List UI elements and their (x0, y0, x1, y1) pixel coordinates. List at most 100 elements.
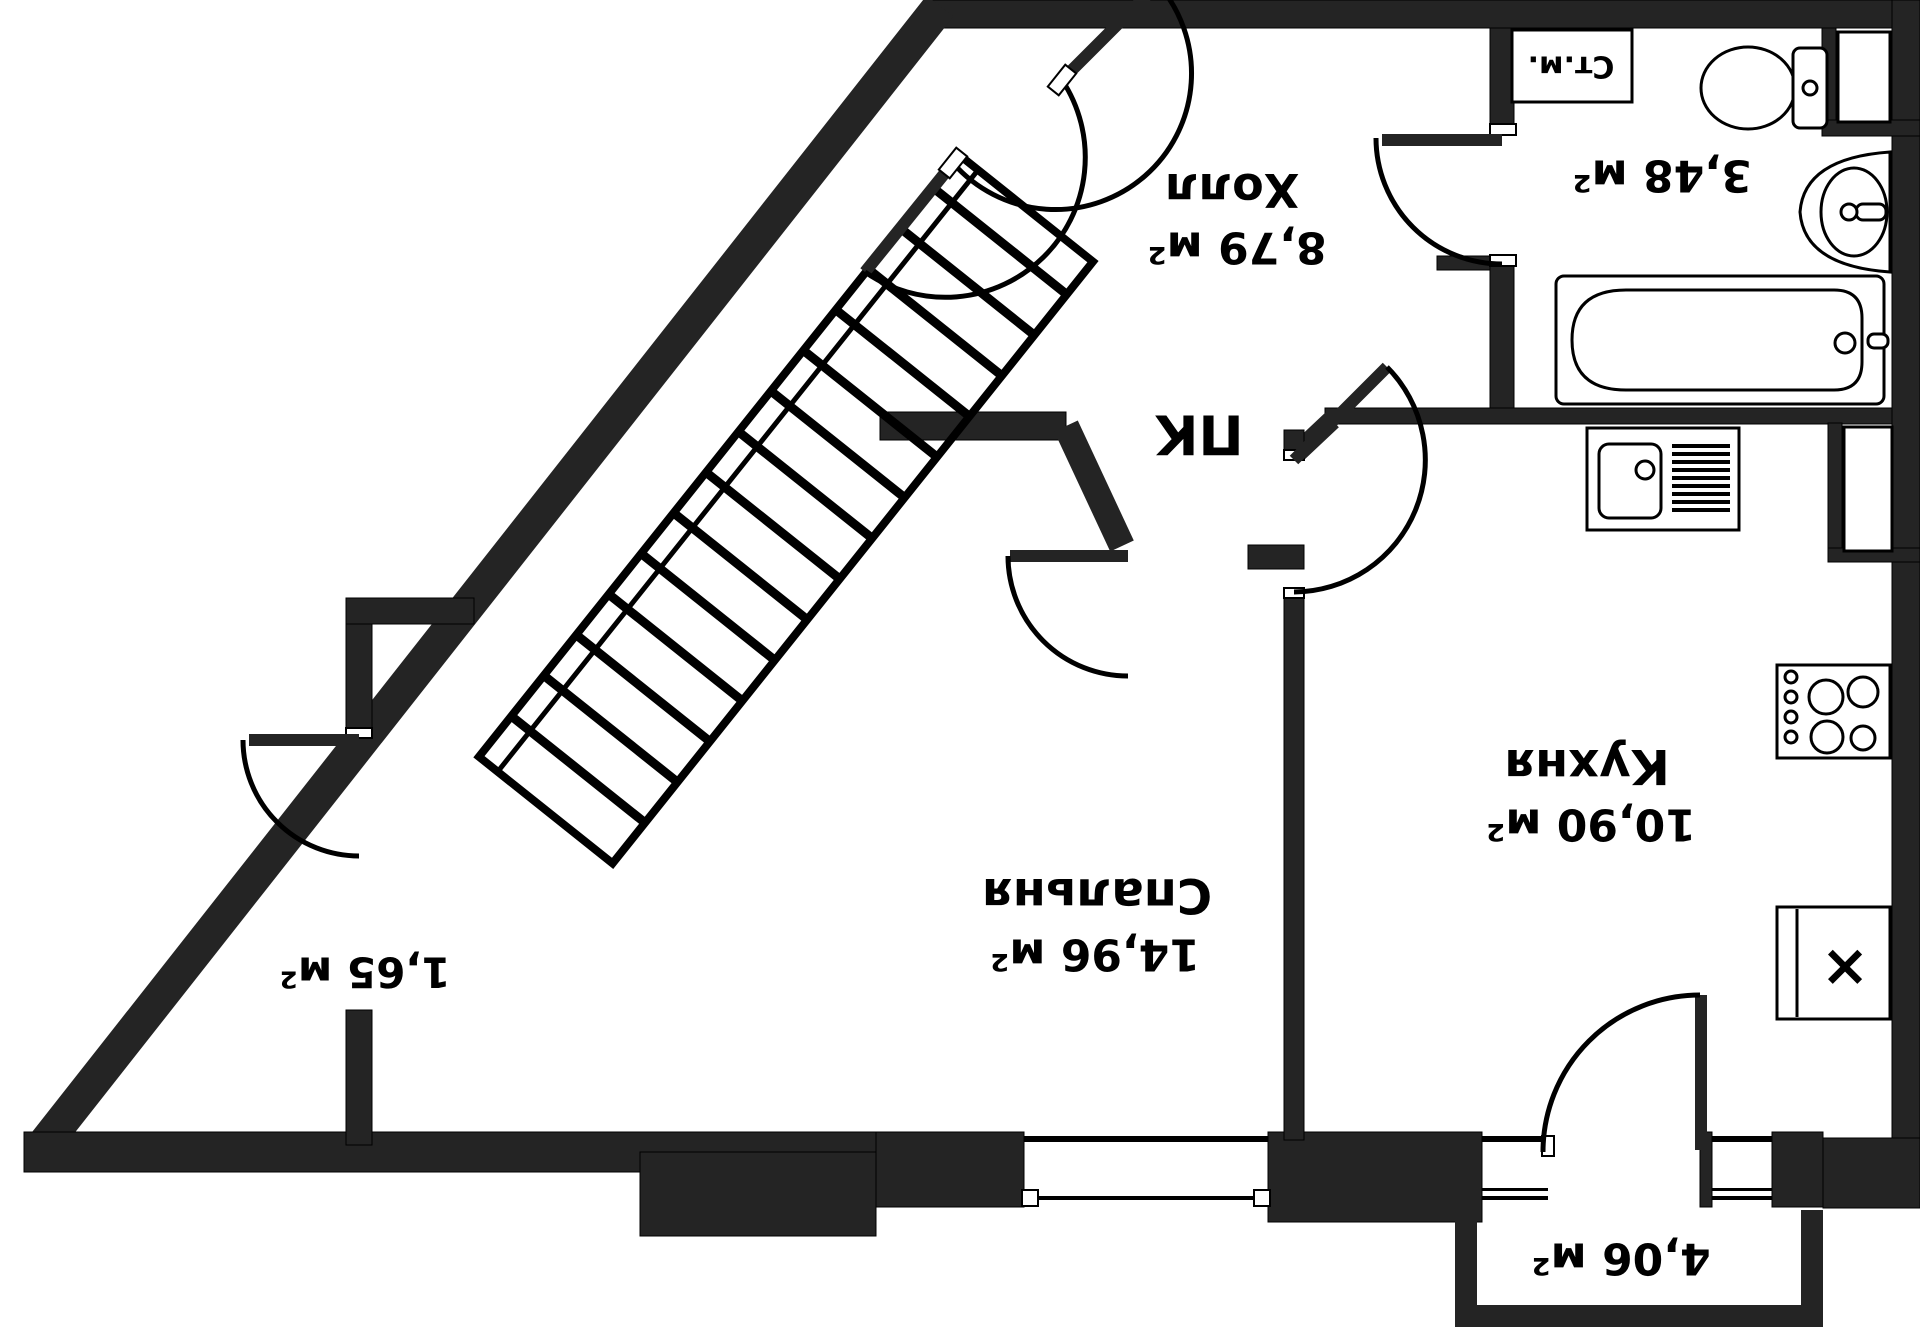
wall-bottom-right (1771, 1131, 1824, 1208)
wall-bottom-center (1267, 1131, 1483, 1223)
stove-burner (1809, 719, 1845, 755)
wall-diagonal (24, 0, 954, 1163)
entrance-door-arc2 (863, 78, 1088, 300)
entrance-door-leaf (1057, 0, 1151, 85)
windows (1021, 1136, 1772, 1207)
bathtub (1554, 274, 1890, 406)
entrance-door-leaf2 (860, 159, 958, 276)
window-outer-line (1024, 1136, 1268, 1142)
washing-machine-box (1510, 28, 1634, 104)
stove-burner (1846, 675, 1880, 709)
bedroom-name-label: Спальня (982, 867, 1212, 923)
kitchen-window-left (1482, 1136, 1548, 1200)
window-jamb (1253, 1189, 1271, 1207)
toilet-button (1801, 79, 1819, 97)
bathtub-drain (1833, 331, 1857, 355)
kitchen-sink (1585, 426, 1741, 532)
entrance-door-arc (951, 0, 1195, 213)
window-outer-line (1712, 1136, 1772, 1142)
sink-basin (1597, 442, 1663, 520)
kitchen-door-arc (1293, 365, 1428, 595)
balcony-outline (1455, 1210, 1823, 1327)
window-mid-line (1712, 1188, 1772, 1191)
fridge-unit: × (1775, 905, 1892, 1021)
x-mark-icon: × (1821, 931, 1870, 999)
kitchen-door-leaf (1289, 362, 1392, 465)
balcony-area-label: 4,06 м² (1531, 1233, 1710, 1284)
bathtub-faucet (1866, 332, 1890, 350)
balcony-door-arc (1540, 992, 1701, 1153)
door-jamb (1046, 63, 1078, 97)
toilet (1699, 45, 1829, 131)
kitchen-area-label: 10,90 м² (1486, 799, 1696, 850)
window-sill-line (1024, 1196, 1268, 1200)
bathroom-door (1373, 123, 1517, 267)
inner-walls (345, 27, 1920, 1146)
window-jamb (1021, 1189, 1039, 1207)
bathroom-area-label: 3,48 м² (1572, 150, 1751, 201)
staircase (473, 149, 1099, 870)
storage-area-label: 1,65 м² (280, 948, 451, 997)
kitchen-name-label: Кухня (1504, 738, 1669, 794)
wall-top (924, 0, 1920, 29)
fixtures: × (1510, 28, 1892, 1021)
sink-drainer-lines (1672, 444, 1730, 512)
wall-bottom-mid (875, 1131, 1025, 1208)
wall-bathroom-left-bottom (1489, 261, 1515, 425)
stove-burner (1849, 724, 1877, 752)
storage-door-arc (240, 739, 360, 859)
storage-door (240, 727, 373, 859)
wall-kitchen-bedroom (1283, 591, 1305, 1141)
wall-bathroom-bottom (1324, 407, 1893, 425)
stove-knob (1783, 729, 1799, 745)
window-outer-line (1482, 1136, 1548, 1142)
window-mid-line (1482, 1188, 1548, 1191)
wall-right (1891, 0, 1920, 1209)
duct-shaft (1836, 30, 1892, 124)
service-shaft (1842, 425, 1894, 553)
sink-drain (1634, 459, 1656, 481)
stair-handrail-line (495, 168, 981, 774)
bedroom-door-arc (1005, 555, 1129, 679)
stove-knob (1783, 709, 1799, 725)
washbasin-faucet-knob (1839, 202, 1859, 222)
wall-bottom-right-foot (1822, 1137, 1920, 1209)
wall-step-diagonal (1054, 420, 1134, 552)
bathroom-door-arc (1373, 137, 1503, 267)
entrance-door (860, 0, 1195, 300)
bedroom-area-label: 14,96 м² (990, 929, 1200, 980)
hall-name-label: Холл (1165, 163, 1299, 217)
doors (240, 0, 1707, 1157)
outer-walls (23, 0, 1920, 1237)
bathtub-inner (1570, 288, 1864, 392)
pk-label: ПК (1154, 403, 1243, 466)
kitchen-window-right (1712, 1136, 1772, 1200)
stove-knob (1783, 689, 1799, 705)
washbasin-faucet (1854, 202, 1888, 222)
bedroom-window (1021, 1136, 1271, 1207)
hall-area-label: 8,79 м² (1147, 222, 1326, 273)
room-labels: Ст.м. Холл 8,79 м² 3,48 м² ПК Кухня 10,9… (280, 49, 1752, 1284)
kitchen-door (1283, 362, 1428, 599)
door-jamb (1489, 123, 1517, 136)
stair-flight-outline (473, 149, 1099, 870)
door-jamb (937, 146, 969, 180)
wall-bedroom-door-stub (1247, 544, 1305, 570)
window-sill-line (1482, 1196, 1548, 1200)
wall-shaft-left (1827, 422, 1843, 556)
wall-bottom-step (639, 1151, 877, 1237)
washbasin (1798, 150, 1892, 274)
washing-machine-label: Ст.м. (1528, 49, 1615, 84)
stair-steps (508, 184, 1070, 827)
balcony-door (1540, 992, 1707, 1157)
wall-bathroom-left-top (1489, 27, 1515, 133)
wall-storage-lower (345, 1009, 373, 1146)
bedroom-door (1005, 550, 1129, 679)
stove (1775, 663, 1892, 760)
door-jamb (1489, 254, 1517, 267)
window-sill-line (1712, 1196, 1772, 1200)
stove-burner (1807, 678, 1845, 716)
toilet-bowl (1699, 45, 1797, 131)
